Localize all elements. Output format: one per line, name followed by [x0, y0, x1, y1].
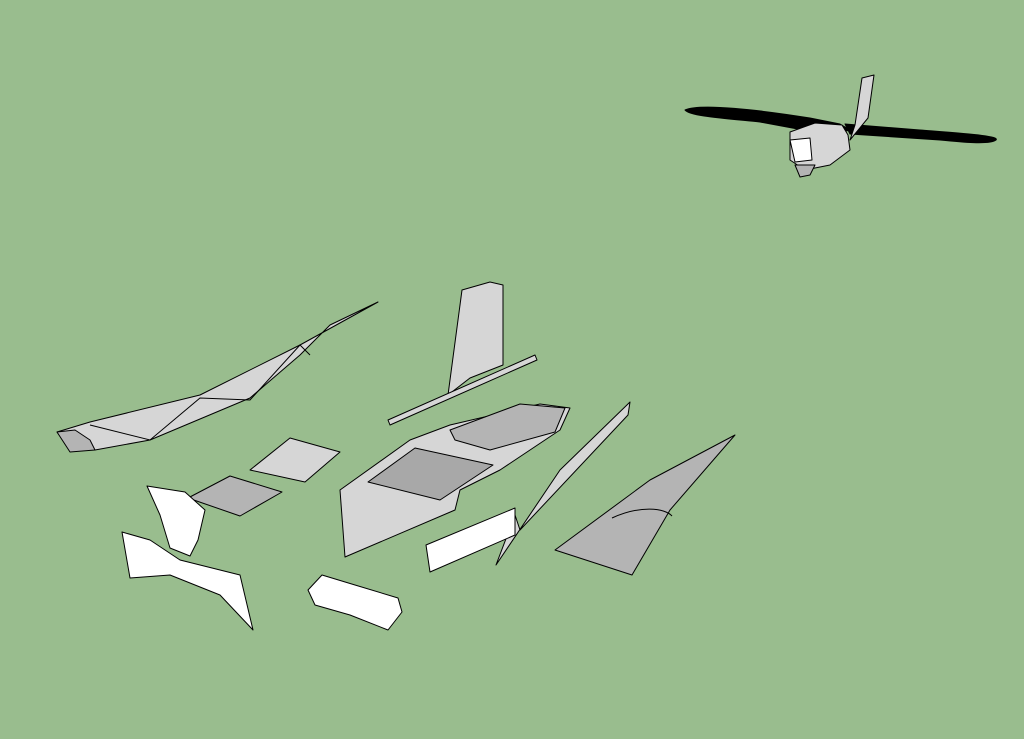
exploded-parts[interactable]: [56, 281, 736, 631]
vertical-tail: [849, 74, 875, 141]
tapered-wing-part[interactable]: [554, 434, 736, 576]
fuselage-top-panel: [449, 403, 566, 451]
nose-cover-part[interactable]: [307, 574, 403, 631]
assembled-aircraft[interactable]: [684, 74, 997, 178]
right-wing: [844, 123, 997, 144]
nose-bottom: [794, 164, 816, 178]
side-panel-part[interactable]: [425, 507, 516, 573]
twisted-panel-part[interactable]: [121, 531, 254, 631]
wing-tip: [56, 429, 96, 453]
horizontal-strip-part[interactable]: [387, 354, 538, 426]
wing-ribs: [89, 344, 311, 441]
panel-part-1[interactable]: [249, 437, 341, 483]
bracket-part[interactable]: [146, 485, 206, 557]
panel-part-2[interactable]: [187, 475, 283, 517]
fuselage-hatch: [367, 447, 494, 501]
wing-curve-line: [611, 508, 673, 519]
nose-detail: [789, 137, 813, 163]
